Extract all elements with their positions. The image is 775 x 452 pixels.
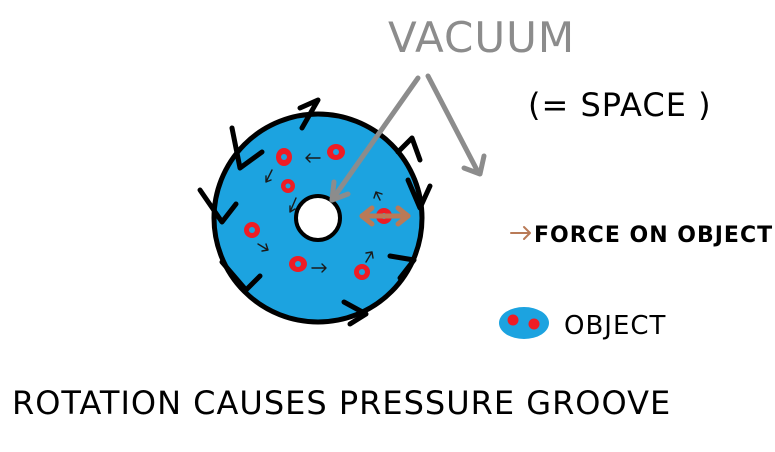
particle — [289, 256, 307, 272]
force-on-object-label: FORCE ON OBJECT — [534, 223, 773, 248]
arrow-right-icon — [510, 226, 531, 240]
vacuum-arrows — [329, 73, 487, 203]
particles — [244, 144, 392, 280]
particle — [244, 222, 260, 238]
particle — [327, 144, 345, 160]
space-label: (= SPACE ) — [528, 86, 712, 124]
rotation-caption: ROTATION CAUSES PRESSURE GROOVE — [12, 384, 671, 422]
object-label: OBJECT — [564, 311, 666, 341]
force-arrow-double — [359, 205, 411, 227]
object-ellipse-icon — [499, 307, 549, 339]
rotation-arrows — [197, 97, 433, 327]
particle — [281, 179, 295, 193]
small-force-arrows — [257, 153, 383, 273]
rotating-disk — [211, 111, 425, 325]
particle — [276, 148, 292, 166]
particle — [354, 264, 370, 280]
vacuum-hole — [294, 194, 342, 242]
vacuum-label: VACUUM — [388, 13, 575, 62]
